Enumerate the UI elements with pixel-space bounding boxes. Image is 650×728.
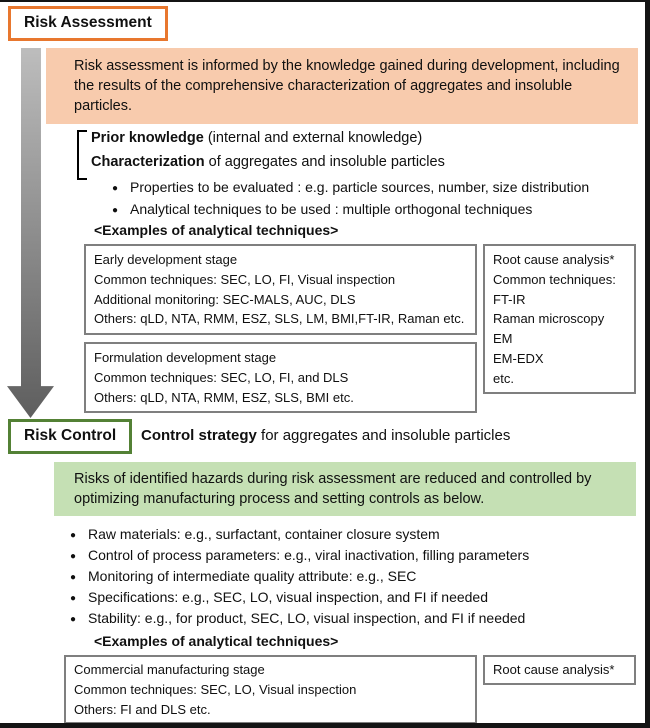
box-line: Root cause analysis* bbox=[493, 662, 615, 677]
risk-assessment-bullet-list: Properties to be evaluated : e.g. partic… bbox=[112, 179, 589, 223]
examples-heading-control: <Examples of analytical techniques> bbox=[94, 633, 339, 649]
control-strategy-label: Control strategy bbox=[141, 427, 257, 444]
box-line: Common techniques: SEC, LO, FI, and DLS bbox=[94, 369, 349, 385]
box-line: Common techniques: bbox=[493, 271, 616, 287]
box-line: Additional monitoring: SEC-MALS, AUC, DL… bbox=[94, 291, 356, 307]
bullet-item: Raw materials: e.g., surfactant, contain… bbox=[70, 526, 529, 544]
box-line: Others: qLD, NTA, RMM, ESZ, SLS, BMI etc… bbox=[94, 389, 354, 405]
risk-control-heading-box: Risk Control bbox=[8, 419, 133, 454]
bullet-item: Monitoring of intermediate quality attri… bbox=[70, 568, 529, 586]
prior-knowledge-label: Prior knowledge bbox=[91, 130, 204, 146]
box-line: Early development stage bbox=[94, 252, 238, 267]
bullet-item: Analytical techniques to be used : multi… bbox=[112, 201, 589, 219]
commercial-manufacturing-stage-box: Commercial manufacturing stage Common te… bbox=[64, 655, 477, 723]
bracket-glyph bbox=[77, 130, 87, 180]
risk-assessment-heading-box: Risk Assessment bbox=[8, 6, 168, 41]
box-line: Raman microscopy bbox=[493, 311, 605, 327]
box-line: EM-EDX bbox=[493, 350, 544, 366]
control-strategy-line: Control strategy for aggregates and inso… bbox=[141, 427, 510, 444]
early-development-stage-box: Early development stage Common technique… bbox=[84, 244, 477, 335]
risk-assessment-intro-panel: Risk assessment is informed by the knowl… bbox=[46, 48, 638, 124]
risk-control-intro-panel: Risks of identified hazards during risk … bbox=[54, 462, 636, 516]
risk-control-heading: Risk Control bbox=[24, 427, 117, 444]
bullet-item: Properties to be evaluated : e.g. partic… bbox=[112, 179, 589, 197]
prior-knowledge-line: Prior knowledge (internal and external k… bbox=[91, 130, 422, 146]
control-strategy-desc: for aggregates and insoluble particles bbox=[256, 427, 511, 444]
root-cause-analysis-box: Root cause analysis* Common techniques: … bbox=[483, 244, 636, 395]
box-line: Others: qLD, NTA, RMM, ESZ, SLS, LM, BMI… bbox=[94, 311, 465, 327]
risk-assessment-heading: Risk Assessment bbox=[24, 14, 152, 31]
box-line: Commercial manufacturing stage bbox=[74, 662, 265, 677]
box-line: Others: FI and DLS etc. bbox=[74, 701, 211, 717]
characterization-line: Characterization of aggregates and insol… bbox=[91, 154, 445, 170]
prior-knowledge-desc: (internal and external knowledge) bbox=[203, 130, 423, 146]
box-line: etc. bbox=[493, 370, 514, 386]
box-line: EM bbox=[493, 331, 513, 346]
box-line: Root cause analysis* bbox=[493, 252, 615, 267]
bullet-item: Specifications: e.g., SEC, LO, visual in… bbox=[70, 589, 529, 607]
bullet-item: Stability: e.g., for product, SEC, LO, v… bbox=[70, 610, 529, 628]
box-line: Common techniques: SEC, LO, Visual inspe… bbox=[74, 681, 357, 697]
bullet-item: Control of process parameters: e.g., vir… bbox=[70, 547, 529, 565]
risk-control-bullet-list: Raw materials: e.g., surfactant, contain… bbox=[70, 526, 529, 631]
box-line: Common techniques: SEC, LO, FI, Visual i… bbox=[94, 271, 396, 287]
formulation-development-stage-box: Formulation development stage Common tec… bbox=[84, 342, 477, 414]
root-cause-analysis-box-2: Root cause analysis* bbox=[483, 655, 636, 685]
examples-heading-assessment: <Examples of analytical techniques> bbox=[94, 222, 339, 238]
characterization-label: Characterization bbox=[91, 154, 205, 170]
box-line: FT-IR bbox=[493, 291, 526, 307]
box-line: Formulation development stage bbox=[94, 350, 277, 365]
characterization-desc: of aggregates and insoluble particles bbox=[204, 154, 445, 170]
